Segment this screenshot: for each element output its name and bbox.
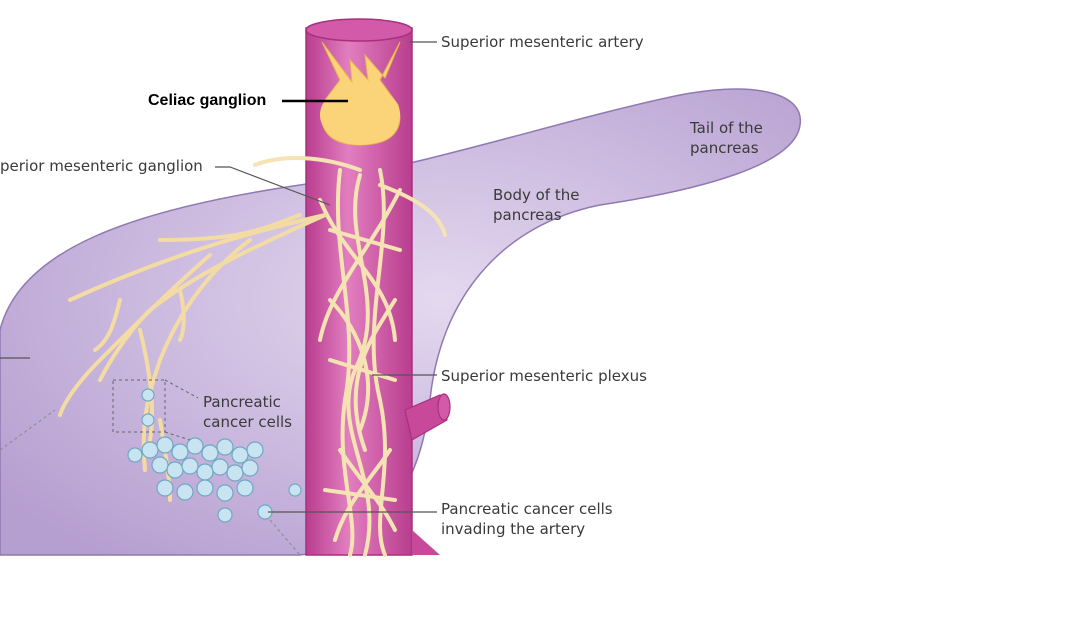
superior-mesenteric-plexus [253, 156, 447, 557]
label-cancer-cells-line2: cancer cells [203, 413, 292, 431]
label-superior-mesenteric-ganglion: perior mesenteric ganglion [0, 157, 203, 175]
label-superior-mesenteric-artery: Superior mesenteric artery [441, 33, 644, 51]
label-body-line1: Body of the [493, 186, 580, 204]
label-invading-line2: invading the artery [441, 520, 586, 538]
label-celiac-ganglion: Celiac ganglion [148, 92, 267, 109]
pancreatic-cancer-cells [127, 388, 302, 523]
label-superior-mesenteric-plexus: Superior mesenteric plexus [441, 367, 647, 385]
artery-branch [404, 394, 448, 441]
label-invading-line1: Pancreatic cancer cells [441, 500, 613, 518]
inset-box [112, 379, 166, 433]
label-cancer-cells-line1: Pancreatic [203, 393, 281, 411]
label-tail-line1: Tail of the [690, 119, 763, 137]
label-body-line2: pancreas [493, 206, 562, 224]
leader-lines [0, 41, 437, 513]
label-tail-line2: pancreas [690, 139, 759, 157]
